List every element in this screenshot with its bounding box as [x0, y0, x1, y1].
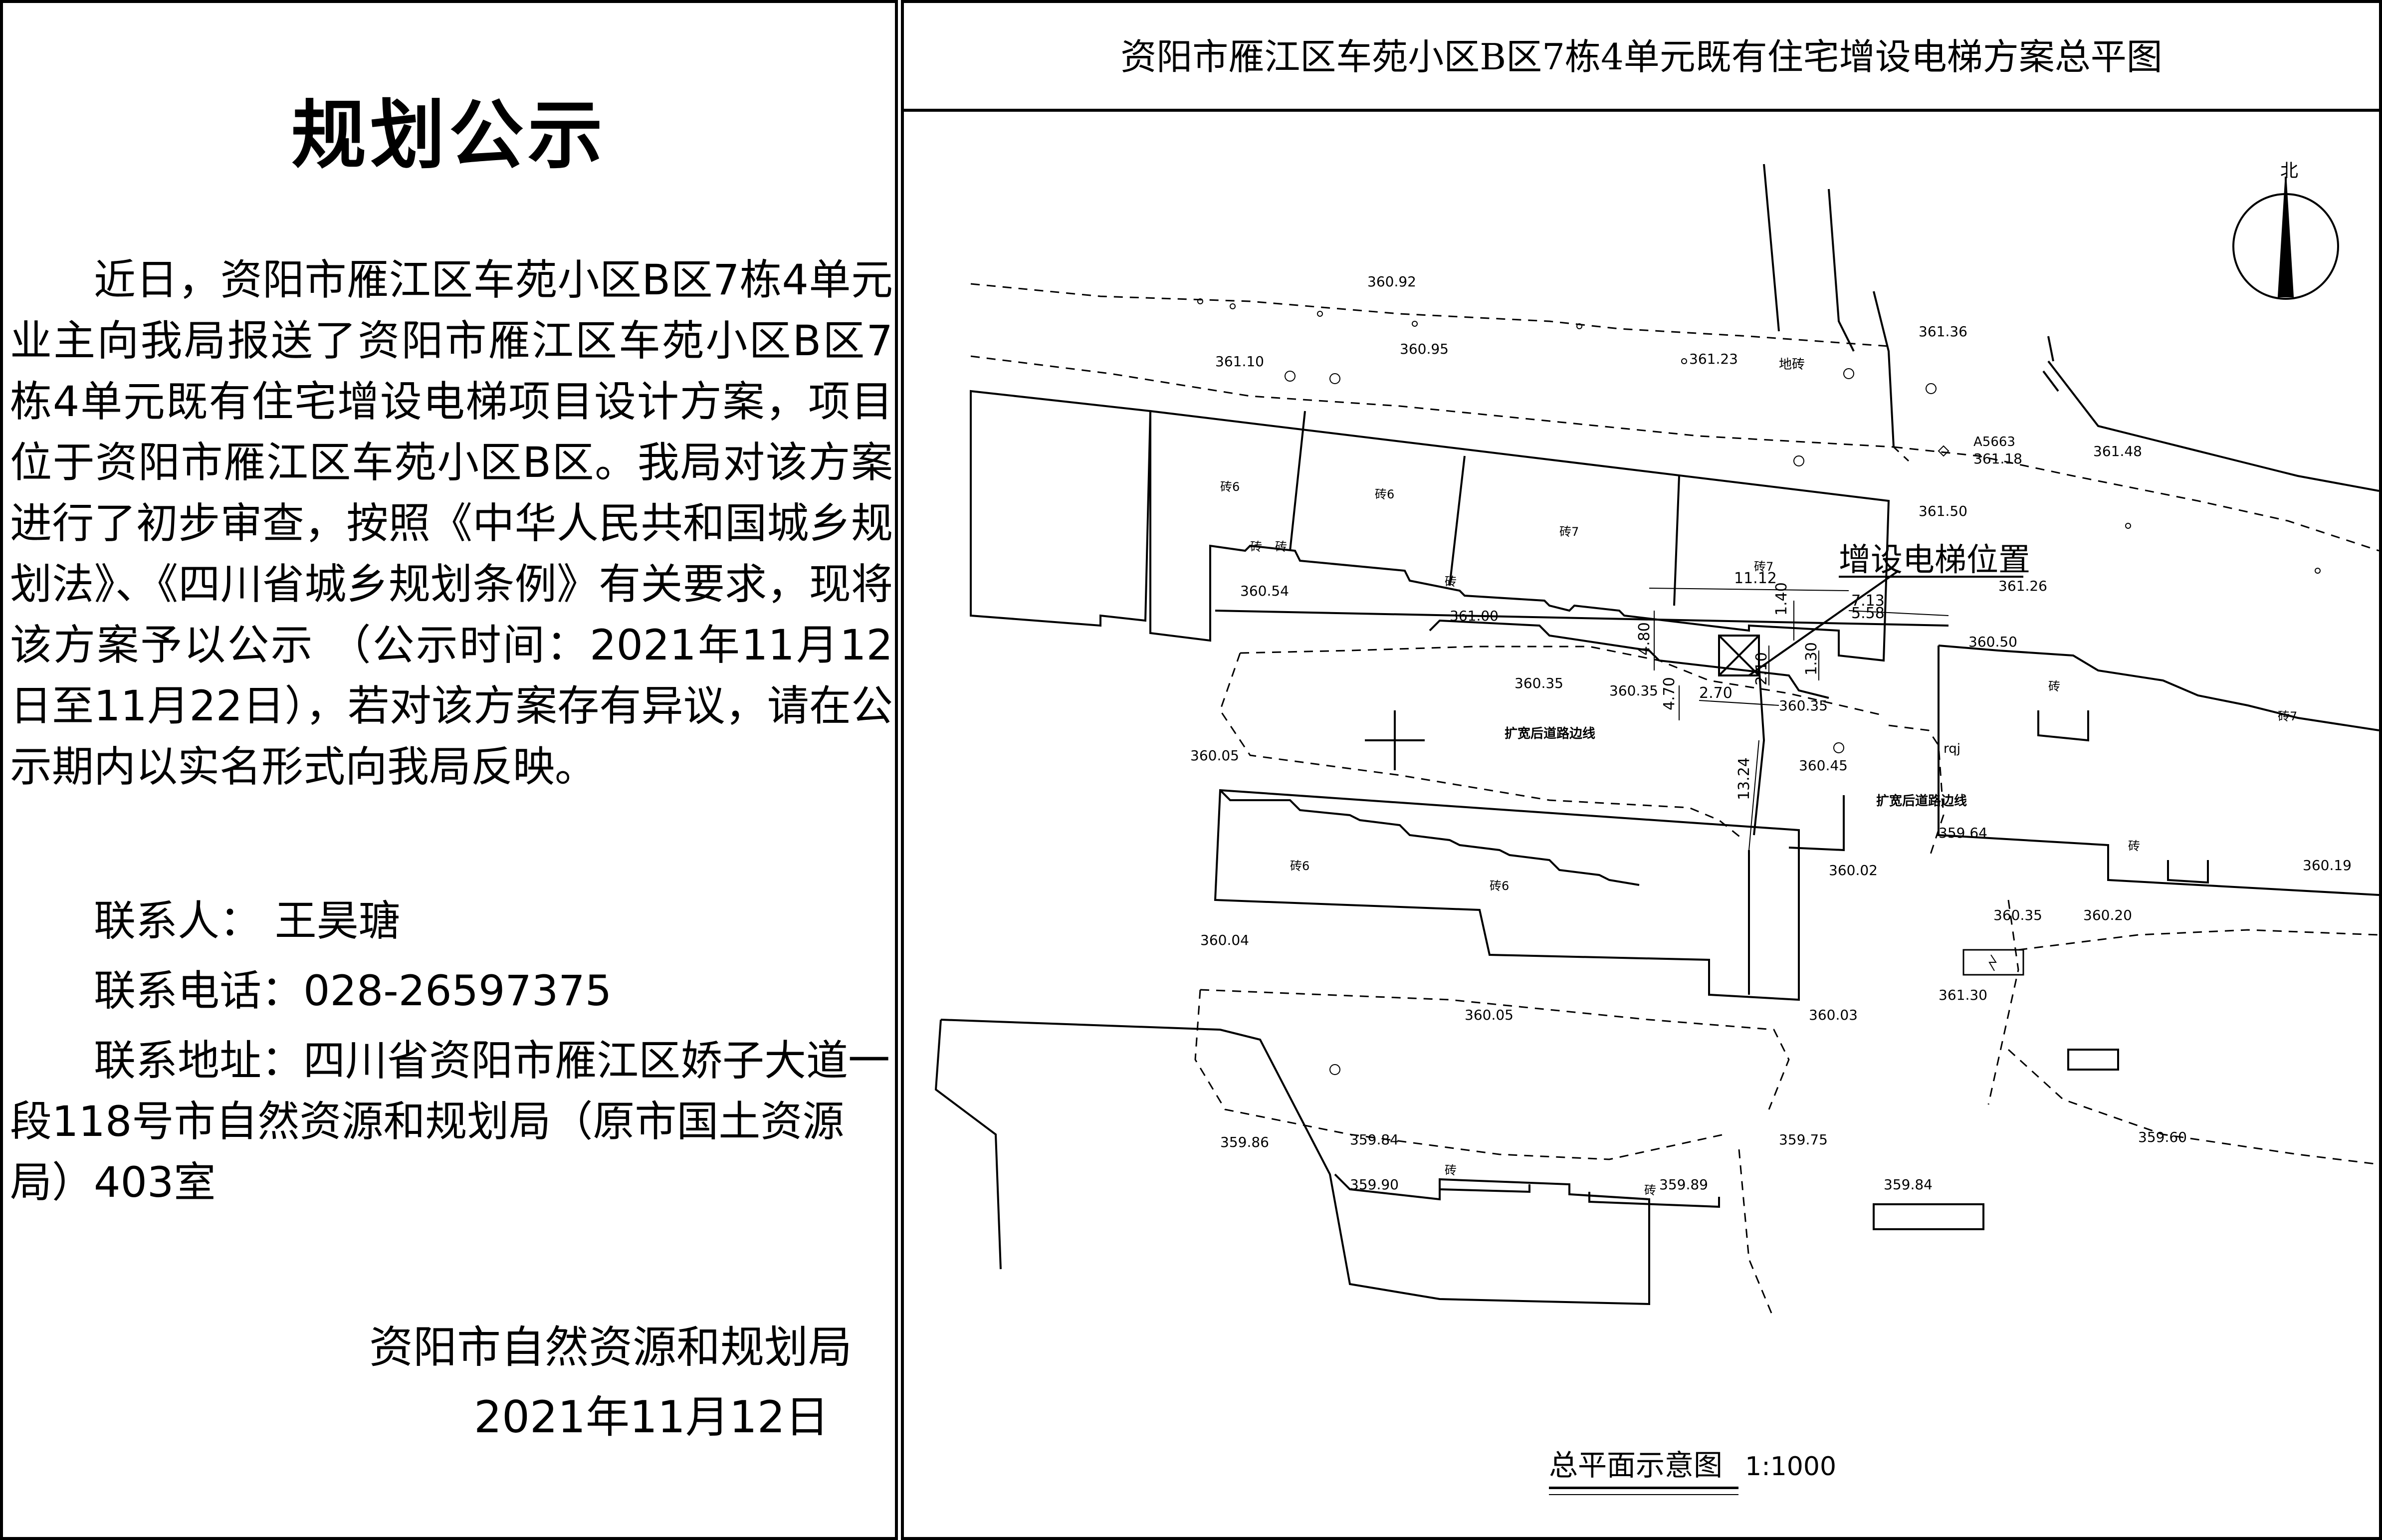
svg-text:359.86: 359.86: [1220, 1134, 1269, 1150]
notice-title: 规划公示: [291, 92, 607, 179]
svg-text:4.80: 4.80: [1636, 622, 1653, 656]
svg-text:360.05: 360.05: [1190, 747, 1239, 764]
svg-text:砖6: 砖6: [1290, 859, 1309, 873]
notice-panel: [0, 0, 898, 1540]
svg-text:359.60: 359.60: [2138, 1129, 2187, 1145]
svg-text:361.00: 361.00: [1450, 608, 1499, 624]
svg-text:7.13: 7.13: [1851, 592, 1885, 610]
svg-text:359.84: 359.84: [1884, 1176, 1933, 1193]
svg-text:砖: 砖: [1275, 540, 1287, 554]
svg-text:砖7: 砖7: [1754, 560, 1773, 574]
contact-address: 联系地址：四川省资阳市雁江区娇子大道一段118号市自然资源和规划局（原市国土资源…: [10, 1036, 890, 1207]
rqj-label: rqj: [1944, 741, 1960, 756]
plan-title: 资阳市雁江区车苑小区B区7栋4单元既有住宅增设电梯方案总平图: [1120, 36, 2163, 78]
legend-scale: 1:1000: [1745, 1452, 1837, 1482]
svg-text:2.10: 2.10: [1753, 652, 1770, 685]
svg-text:360.45: 360.45: [1799, 757, 1848, 774]
svg-text:360.35: 360.35: [1515, 675, 1563, 691]
north-arrow-icon: [2232, 177, 2339, 300]
svg-text:359.75: 359.75: [1779, 1131, 1828, 1148]
contact-phone: 联系电话：028-26597375: [94, 966, 612, 1015]
svg-text:砖7: 砖7: [1559, 525, 1579, 539]
svg-text:361.23: 361.23: [1689, 351, 1738, 367]
svg-text:359.90: 359.90: [1350, 1176, 1399, 1193]
svg-text:360.54: 360.54: [1240, 583, 1289, 599]
svg-text:砖6: 砖6: [1375, 487, 1394, 501]
widened-road-label-1: 扩宽后道路边线: [1505, 726, 1595, 741]
svg-text:361.26: 361.26: [1998, 578, 2047, 594]
svg-text:359.84: 359.84: [1350, 1131, 1399, 1148]
svg-text:360.95: 360.95: [1400, 341, 1449, 357]
ground-tile-label: 地砖: [1779, 357, 1805, 372]
point-code-label: A5663: [1973, 435, 2015, 449]
svg-text:360.50: 360.50: [1968, 634, 2017, 650]
svg-text:砖: 砖: [1644, 1183, 1656, 1197]
svg-text:13.24: 13.24: [1735, 757, 1753, 800]
svg-text:砖: 砖: [2128, 839, 2140, 853]
svg-text:360.92: 360.92: [1367, 273, 1416, 290]
plan-labels: 增设电梯位置 北 扩宽后道路边线 扩宽后道路边线 地砖 A5663 rqj 砖6…: [1190, 161, 2352, 1197]
svg-text:360.20: 360.20: [2083, 907, 2132, 923]
elevation-labels: 360.92 361.10 360.95 361.23 361.36 361.4…: [1190, 273, 2352, 1193]
svg-text:砖: 砖: [2048, 679, 2060, 693]
svg-text:砖7: 砖7: [2278, 709, 2297, 723]
legend-underline-thin: [1549, 1494, 1738, 1495]
widened-road-label-2: 扩宽后道路边线: [1876, 793, 1967, 809]
site-plan-drawing: 增设电梯位置 北 扩宽后道路边线 扩宽后道路边线 地砖 A5663 rqj 砖6…: [934, 161, 2379, 1320]
plan-panel: [901, 0, 2382, 1540]
contact-person: 联系人： 王昊瑭: [94, 896, 401, 945]
svg-text:5.58: 5.58: [1851, 605, 1885, 622]
svg-text:360.02: 360.02: [1829, 862, 1878, 879]
north-label: 北: [2280, 161, 2298, 181]
svg-text:360.03: 360.03: [1809, 1007, 1858, 1023]
svg-text:361.18: 361.18: [1973, 450, 2022, 467]
survey-marks: [1197, 298, 2321, 1075]
svg-text:1.40: 1.40: [1773, 582, 1790, 616]
svg-text:360.05: 360.05: [1465, 1007, 1514, 1023]
building-material-labels: 砖6 砖6 砖7 砖7 砖 砖 砖 砖6 砖6 砖 砖7 砖 砖 砖: [1220, 480, 2297, 1197]
svg-text:359.89: 359.89: [1659, 1176, 1708, 1193]
svg-text:2.70: 2.70: [1699, 684, 1732, 702]
svg-text:361.36: 361.36: [1919, 323, 1967, 340]
issue-date: 2021年11月12日: [474, 1391, 829, 1443]
site-linework: [934, 164, 2379, 1320]
svg-text:砖: 砖: [1445, 1163, 1457, 1177]
title-divider: [901, 109, 2382, 112]
svg-text:360.35: 360.35: [1779, 697, 1828, 714]
svg-text:359.64: 359.64: [1939, 825, 1987, 841]
svg-text:360.35: 360.35: [1609, 682, 1658, 699]
svg-text:360.19: 360.19: [2303, 857, 2352, 874]
svg-text:11.12: 11.12: [1734, 570, 1777, 587]
svg-text:砖: 砖: [1445, 575, 1457, 589]
svg-text:360.35: 360.35: [1993, 907, 2042, 923]
svg-text:361.48: 361.48: [2093, 443, 2142, 459]
svg-text:361.10: 361.10: [1215, 353, 1264, 370]
svg-text:361.50: 361.50: [1919, 503, 1967, 519]
svg-text:砖: 砖: [1250, 540, 1262, 554]
legend-underline: [1549, 1487, 1738, 1489]
svg-text:砖6: 砖6: [1220, 480, 1240, 494]
svg-text:361.30: 361.30: [1939, 987, 1987, 1003]
notice-body: 近日，资阳市雁江区车苑小区B区7栋4单元业主向我局报送了资阳市雁江区车苑小区B区…: [10, 255, 893, 791]
plan-legend: 总平面示意图 1:1000: [1549, 1442, 1836, 1484]
dimension-labels: 11.12 7.13 1.40 5.58 4.80 4.70 2.70 2.10…: [1636, 570, 1885, 800]
svg-text:360.04: 360.04: [1200, 932, 1249, 948]
svg-text:砖6: 砖6: [1490, 879, 1509, 893]
legend-title: 总平面示意图: [1549, 1448, 1723, 1482]
elevator-position-label: 增设电梯位置: [1839, 542, 2030, 579]
svg-text:4.70: 4.70: [1661, 677, 1678, 710]
issuer: 资阳市自然资源和规划局: [369, 1321, 853, 1373]
svg-text:1.30: 1.30: [1803, 642, 1820, 675]
